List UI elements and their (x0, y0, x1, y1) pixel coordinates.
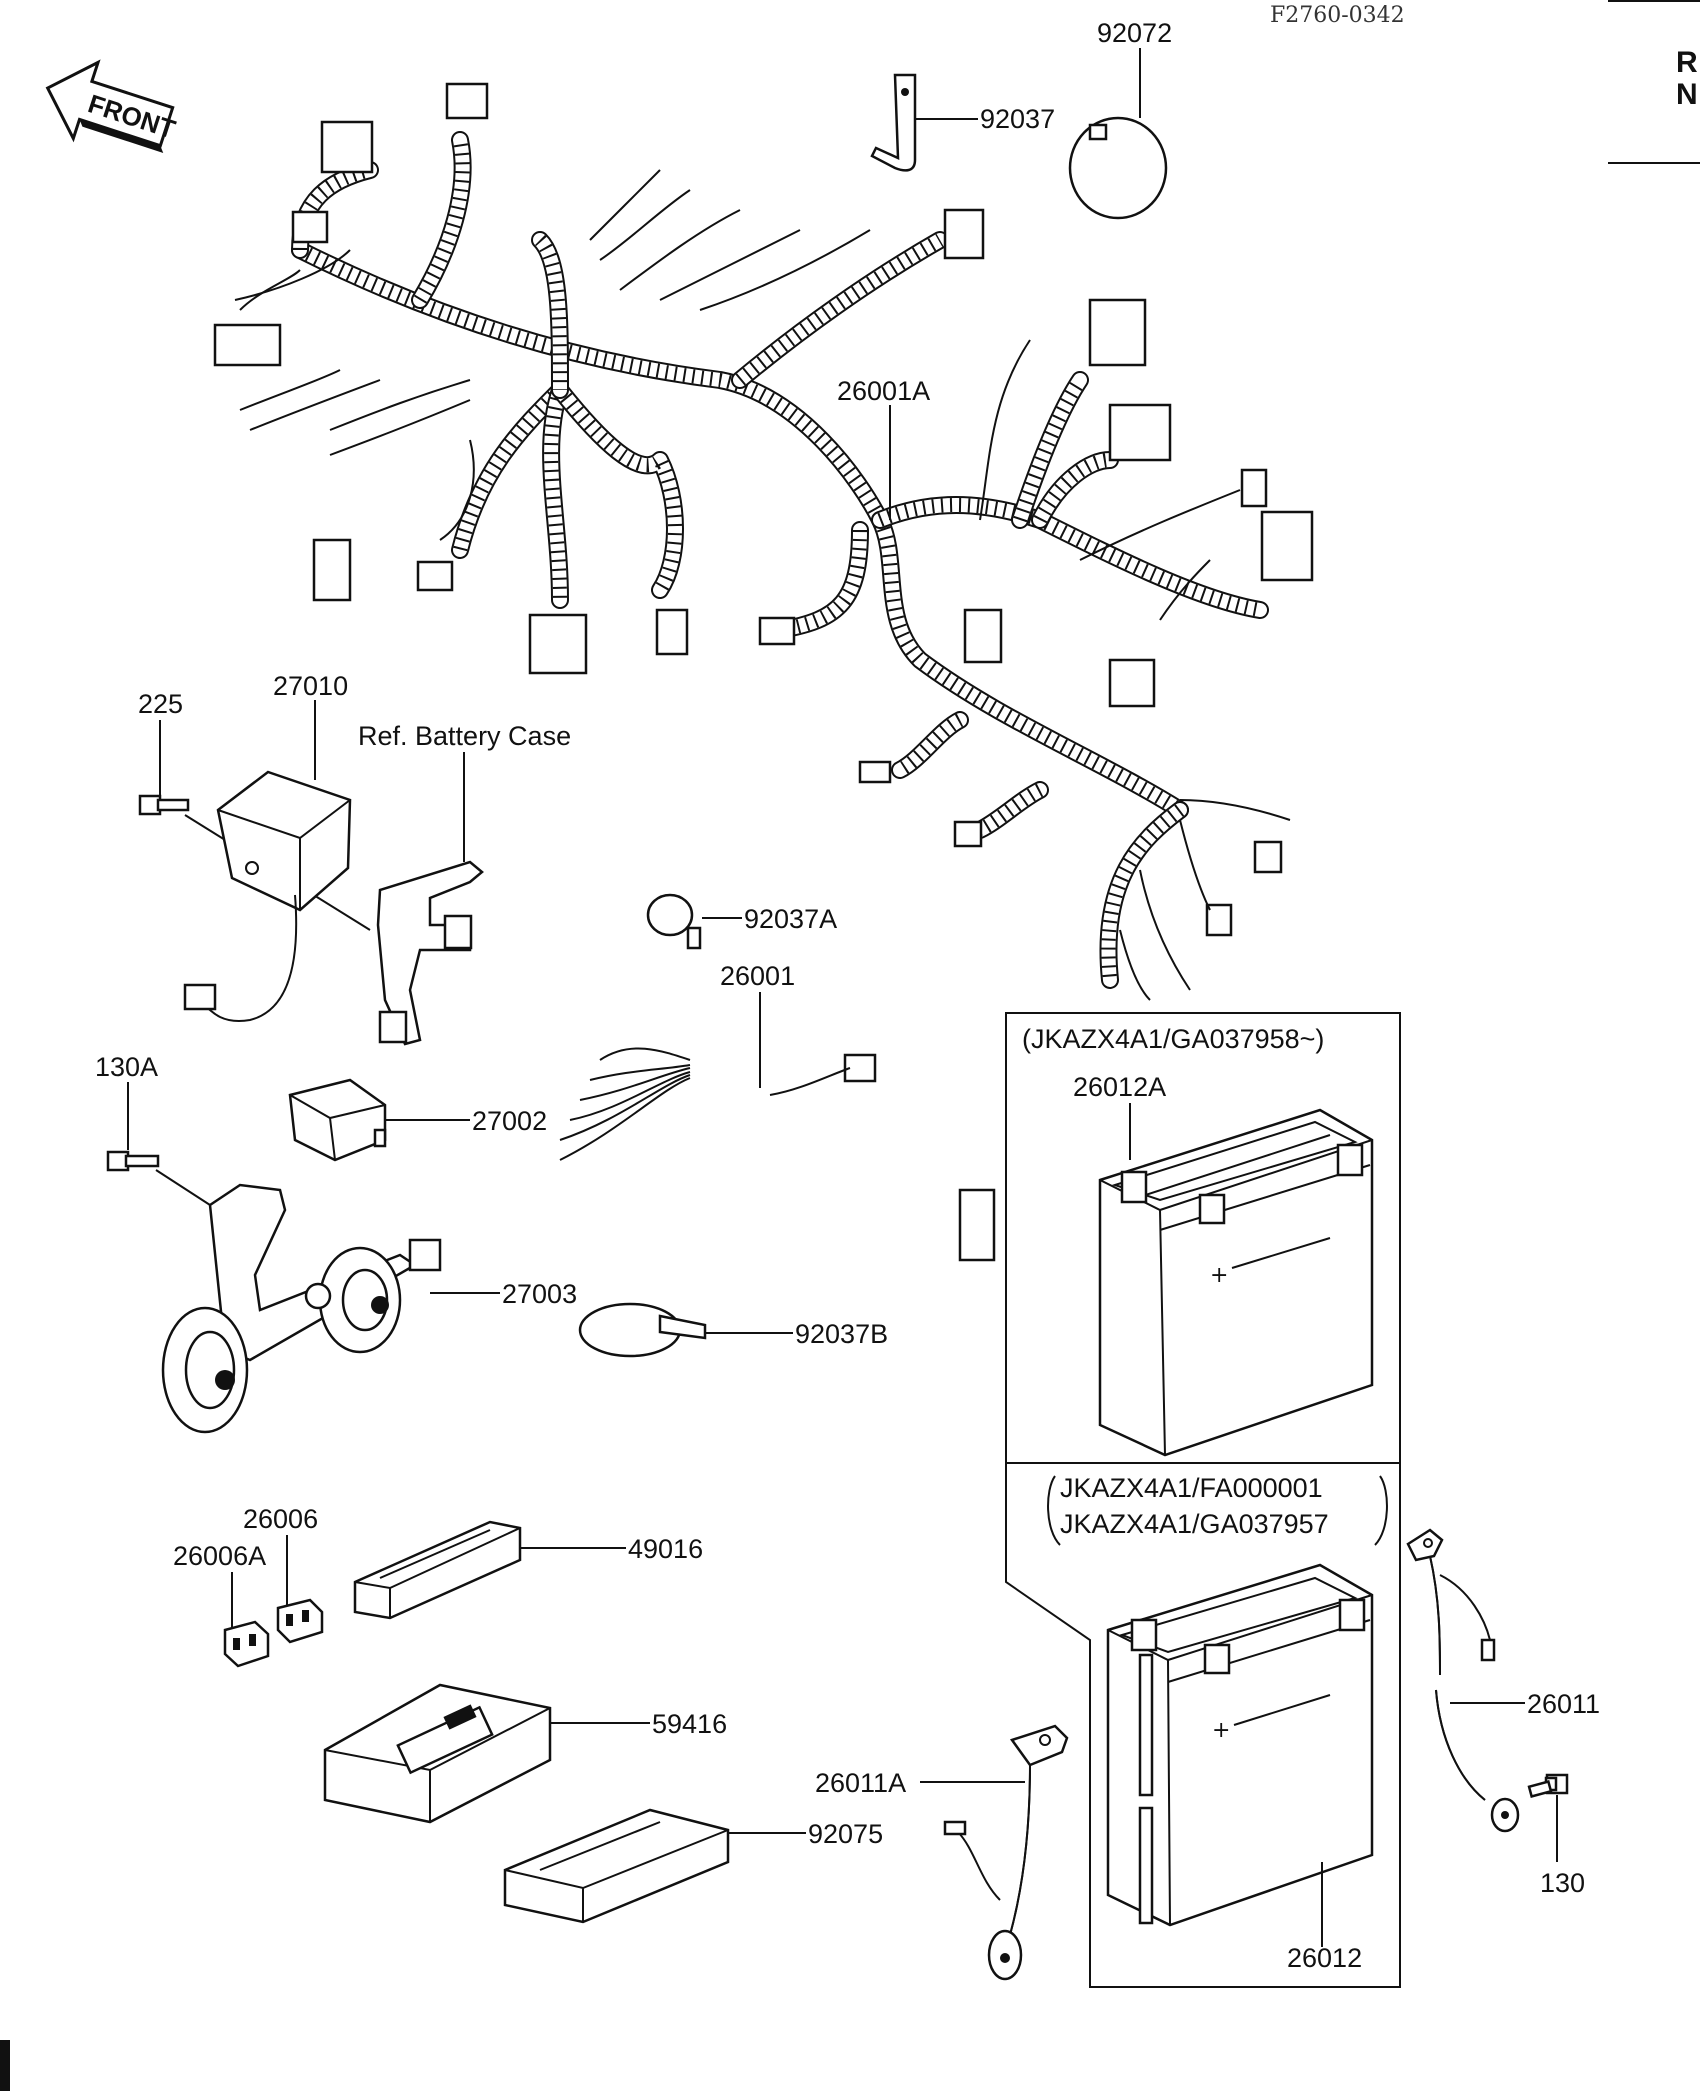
battery-26012: + (1106, 1563, 1374, 1927)
edge-char-n: N (1676, 78, 1698, 111)
battery-26012A: + (1098, 1108, 1374, 1457)
part-label-130: 130 (1540, 1868, 1585, 1898)
part-label-92075: 92075 (808, 1819, 883, 1849)
fuse-box-cover-49016 (353, 1520, 522, 1620)
harness-loom-segment (553, 383, 682, 597)
harness-loom-segment (413, 133, 470, 307)
harness-loom-segment (1013, 373, 1087, 527)
part-label-26001A: 26001A (837, 376, 930, 406)
margin-mark (0, 2040, 10, 2091)
variant-label-lower-2: JKAZX4A1/GA037957 (1060, 1509, 1329, 1539)
part-label-59416: 59416 (652, 1709, 727, 1739)
clamp-92037A (646, 893, 702, 950)
part-label-26001: 26001 (720, 961, 795, 991)
svg-text:+: + (1210, 1263, 1228, 1288)
part-label-225: 225 (138, 689, 183, 719)
bolt-130 (1527, 1773, 1569, 1798)
bolt-130A (106, 1150, 160, 1172)
harness-loom-segment (976, 783, 1044, 837)
part-label-130A: 130A (95, 1052, 158, 1082)
svg-text:+: + (1212, 1718, 1230, 1743)
part-label-92037B: 92037B (795, 1319, 888, 1349)
part-label-92037A: 92037A (744, 904, 837, 934)
battery-variant-lower-frame (1005, 1463, 1401, 1988)
part-label-49016: 49016 (628, 1534, 703, 1564)
relay-27010 (183, 770, 352, 1022)
part-label-27003: 27003 (502, 1279, 577, 1309)
part-label-26011A: 26011A (815, 1768, 906, 1798)
leader-130A-assembly (155, 1169, 211, 1206)
harness-loom-segment (1033, 453, 1117, 527)
bracket-92037 (870, 73, 917, 172)
fuse-box-59416 (323, 1683, 552, 1824)
fuse-26006A (223, 1620, 270, 1668)
bolt-225 (138, 794, 190, 816)
flasher-relay-27002 (288, 1078, 387, 1162)
part-label-92037: 92037 (980, 104, 1055, 134)
harness-loom-segment (893, 713, 967, 777)
part-label-26011: 26011 (1527, 1689, 1600, 1719)
part-label-27010: 27010 (273, 671, 348, 701)
part-label-26012: 26012 (1287, 1943, 1362, 1973)
harness-loom-segment (534, 235, 567, 391)
horn-assembly-27003 (161, 1183, 442, 1434)
harness-loom-segment (778, 529, 867, 637)
harness-loom-segment (733, 233, 947, 387)
part-label-92072: 92072 (1097, 18, 1172, 48)
edge-char-r: R (1676, 46, 1698, 79)
main-wiring-harness (291, 131, 1269, 989)
hose-clamp-ring (1068, 116, 1168, 220)
part-label-27002: 27002 (472, 1106, 547, 1136)
fuse-26006 (276, 1598, 324, 1644)
battery-lead-26011 (1406, 1528, 1520, 1833)
ref-battery-case-label: Ref. Battery Case (358, 721, 571, 751)
bracket-left (1047, 1475, 1061, 1546)
harness-loom-segment (544, 383, 567, 607)
cable-tie-92037B (578, 1302, 707, 1358)
part-label-26006A: 26006A (173, 1541, 266, 1571)
variant-label-upper: (JKAZX4A1/GA037958~) (1022, 1024, 1324, 1054)
variant-label-lower-1: JKAZX4A1/FA000001 (1060, 1473, 1323, 1503)
battery-lead-26011A (943, 1724, 1069, 1981)
front-arrow-icon: FRONT (45, 59, 179, 153)
harness-loom-segment (1101, 804, 1185, 981)
part-label-26006: 26006 (243, 1504, 318, 1534)
harness-loom-segment (453, 385, 565, 552)
harness-connectors (213, 82, 1314, 1001)
diagram-ref-code: F2760-0342 (1270, 3, 1405, 28)
part-label-26012A: 26012A (1073, 1072, 1166, 1102)
harness-loom-segment (873, 516, 1184, 816)
sub-harness-26001 (559, 1047, 996, 1262)
battery-pad-92075 (503, 1808, 730, 1924)
harness-loom-segment (293, 243, 887, 527)
harness-loom-segment (773, 523, 867, 637)
battery-case-bracket (376, 860, 484, 1046)
bracket-right (1374, 1475, 1388, 1546)
harness-loom-segment (877, 498, 1262, 617)
